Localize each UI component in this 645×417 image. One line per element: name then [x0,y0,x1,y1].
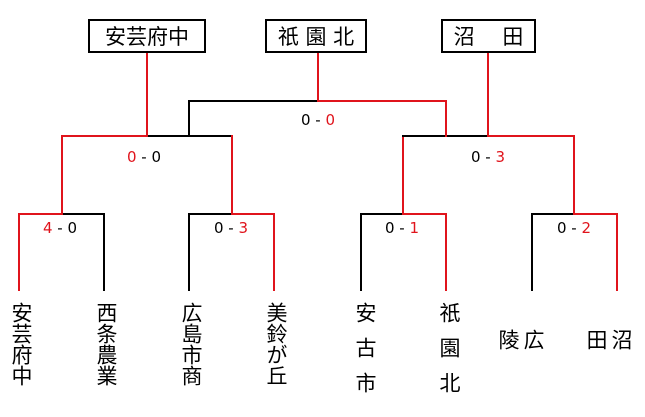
finalist-name-1: 安芸府中 [105,25,189,49]
score-final: 0 - 0 [300,111,336,129]
score-r2-m2-left: 0 [470,148,481,166]
score-final-right: 0 [325,111,336,129]
score-r1-m3: 0 - 1 [384,219,420,237]
score-r2-m1: 0 - 0 [126,148,162,166]
score-r1-m2: 0 - 3 [213,219,249,237]
score-r1-m1: 4 - 0 [42,219,78,237]
score-r1-m3-right: 1 [409,219,420,237]
finalist-name-2: 祇 園 北 [277,25,355,49]
score-r1-m1-left: 4 [42,219,53,237]
score-r2-m2-right: 3 [495,148,506,166]
score-r1-m4-right: 2 [581,219,592,237]
finalist-box-1: 安芸府中 [88,19,206,53]
finalist-name-3: 沼 田 [453,25,524,49]
team-3: 広島市商 [179,302,203,386]
team-5: 安古市 [353,302,377,407]
team-2: 西条農業 [94,302,118,386]
score-r1-m4: 0 - 2 [556,219,592,237]
score-r2-m1-right: 0 [151,148,162,166]
score-r1-m4-left: 0 [556,219,567,237]
score-r1-m3-left: 0 [384,219,395,237]
score-final-left: 0 [300,111,311,129]
score-r2-m1-left: 0 [126,148,137,166]
score-r1-m1-right: 0 [67,219,78,237]
finalist-box-3: 沼 田 [441,19,536,53]
team-1: 安芸府中 [9,302,33,386]
score-r1-m2-left: 0 [213,219,224,237]
finalist-box-2: 祇 園 北 [265,19,367,53]
team-4: 美鈴が丘 [264,302,288,386]
team-7: 広陵 [496,329,545,390]
team-6: 祇園北 [437,302,461,407]
score-r2-m2: 0 - 3 [470,148,506,166]
team-8: 沼田 [584,329,633,390]
score-r1-m2-right: 3 [238,219,249,237]
